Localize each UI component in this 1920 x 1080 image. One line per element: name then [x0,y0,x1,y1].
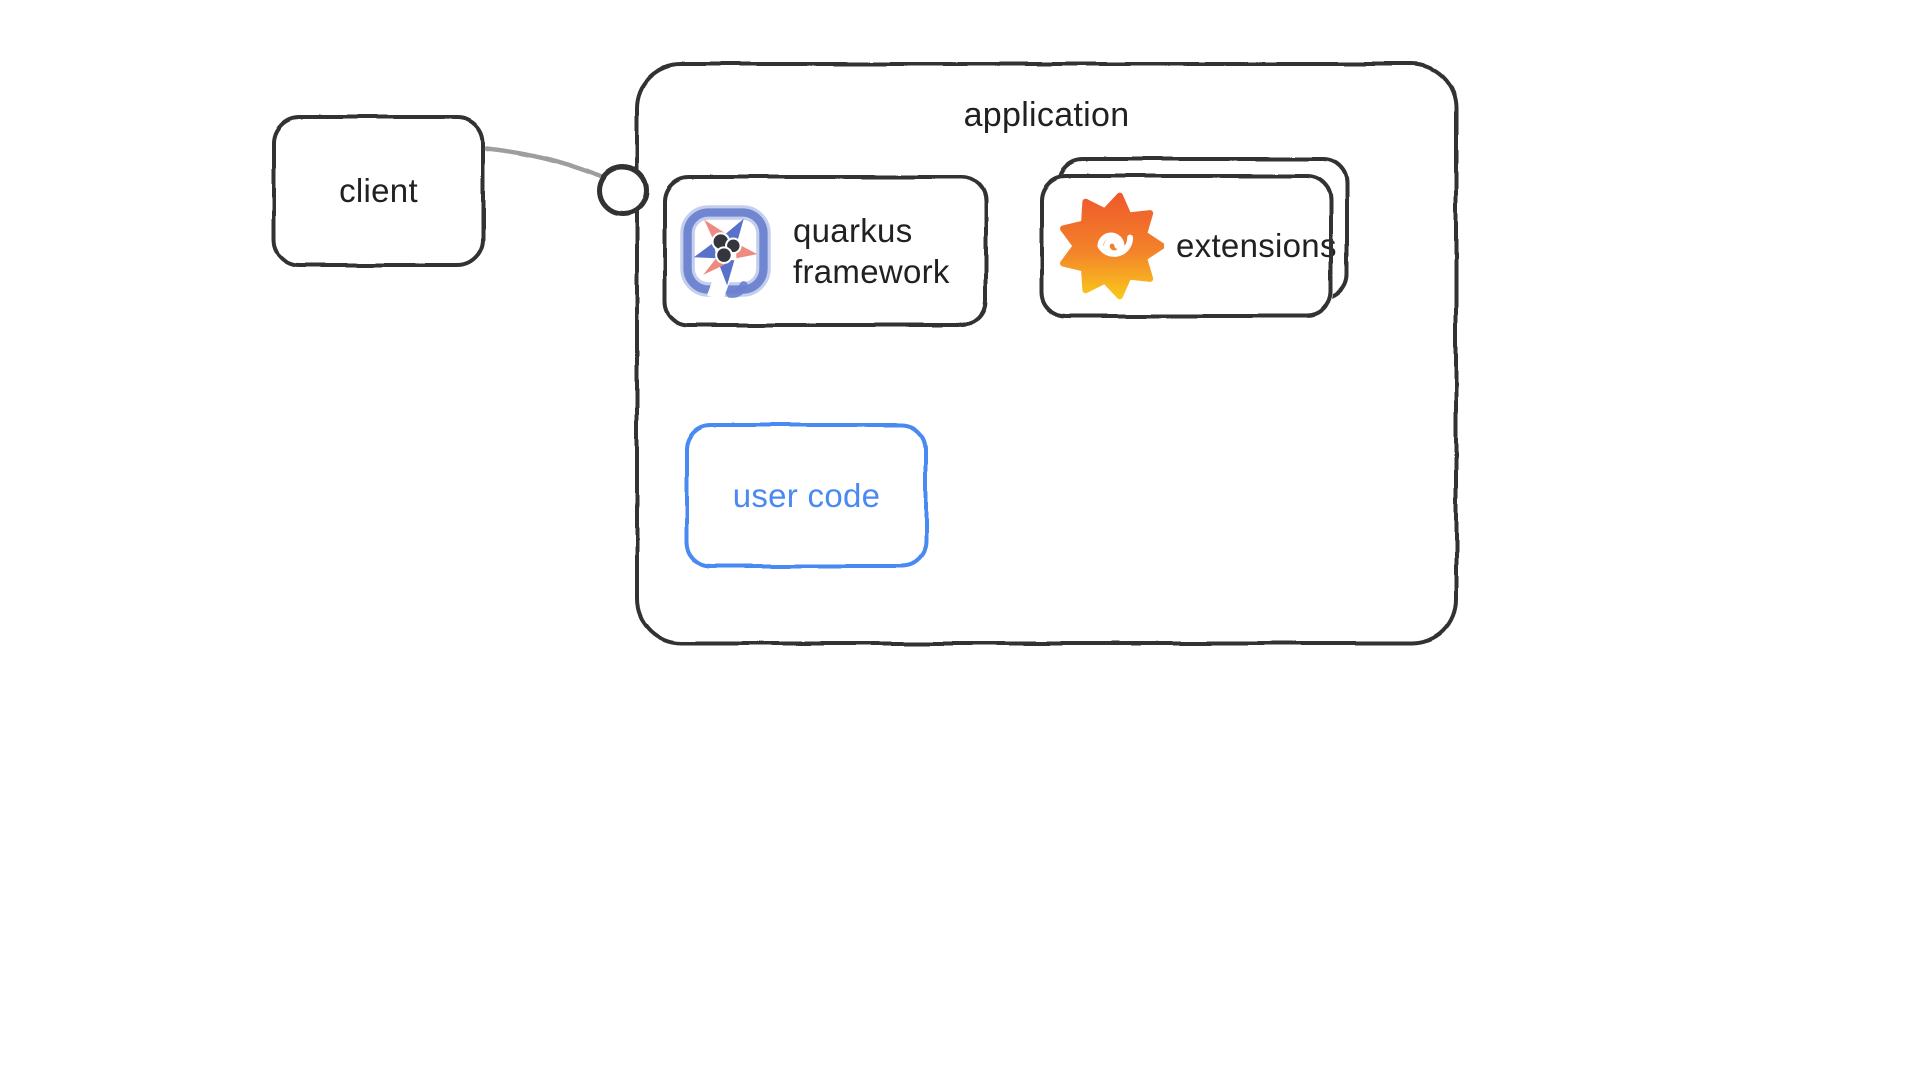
extensions-label: extensions [1176,227,1337,264]
quarkus-logo-icon [680,205,771,301]
connection-point-circle[interactable] [597,164,649,216]
quarkus-label-line1: quarkus [793,212,913,249]
user-code-label: user code [732,476,881,514]
client-application-connector[interactable] [478,134,613,194]
quarkus-framework-box[interactable]: quarkus framework [663,175,988,327]
application-box[interactable]: application quarkus framewor [635,62,1458,645]
client-label: client [339,172,418,209]
user-code-box[interactable]: user code [685,423,928,568]
grafana-logo-icon [1060,192,1164,300]
client-box[interactable]: client [272,115,485,267]
application-label: application [963,96,1130,134]
extensions-box[interactable]: extensions [1040,174,1336,318]
quarkus-label-line2: framework [793,253,950,290]
